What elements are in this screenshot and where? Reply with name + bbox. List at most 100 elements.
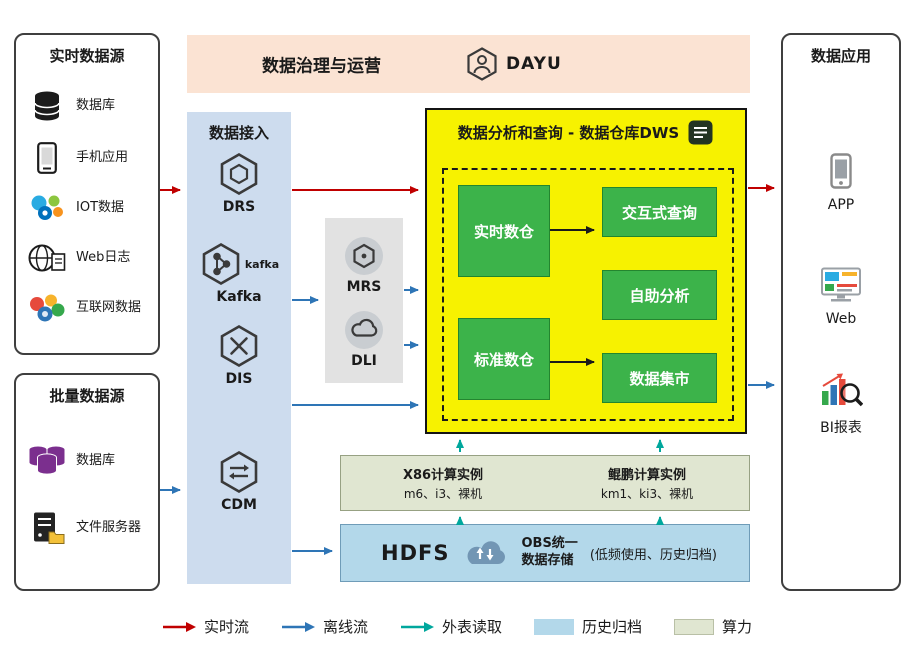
legend-offline: 离线流 [281, 616, 368, 637]
legend-offline-label: 离线流 [322, 618, 368, 636]
kafka-logotype: kafka [244, 257, 280, 271]
compute-swatch [674, 618, 715, 635]
engine-item-label: DLI [351, 353, 377, 369]
legend: 实时流 离线流 外表读取 历史归档 算力 [0, 616, 914, 637]
data-applications-title: 数据应用 [810, 47, 871, 65]
source-item-label: Web日志 [76, 250, 131, 266]
service-self-analysis: 自助分析 [602, 270, 717, 320]
ingestion-item-cdm: CDM [187, 450, 291, 513]
governance-title: 数据治理与运营 [262, 56, 381, 77]
web-log-icon [26, 243, 68, 273]
x86-title: X86计算实例 [402, 468, 484, 483]
realtime-sources-list: 数据库 手机应用 [16, 66, 158, 353]
drs-icon [220, 152, 258, 196]
dayu-label: DAYU [506, 54, 562, 74]
kunpeng-title: 鲲鹏计算实例 [607, 468, 686, 483]
x86-instances: X86计算实例 m6、i3、裸机 [341, 456, 545, 510]
ingestion-item-dis: DIS [187, 324, 291, 387]
web-browser-icon [821, 267, 861, 302]
data-applications-box: 数据应用 APP Web [781, 33, 901, 591]
dis-icon [220, 324, 258, 368]
source-item-fileserver: 文件服务器 [22, 511, 154, 545]
batch-sources-list: 数据库 文件服务器 [16, 406, 158, 589]
kunpeng-subtitle: km1、ki3、裸机 [600, 487, 694, 501]
warehouse-standard: 标准数仓 [458, 318, 550, 400]
ingestion-item-label: DRS [222, 199, 256, 215]
source-item-database: 数据库 [22, 90, 154, 122]
ingestion-item-label: CDM [221, 497, 257, 513]
realtime-sources-box: 实时数据源 数据库 [14, 33, 160, 355]
source-item-iot: IOT数据 [22, 193, 154, 223]
legend-realtime: 实时流 [162, 616, 249, 637]
source-item-weblog: Web日志 [22, 243, 154, 273]
external-read-arrow-icon [400, 621, 434, 632]
ingestion-item-label: DIS [225, 371, 253, 387]
engine-item-dli: DLI [325, 310, 403, 369]
dayu-logo: DAYU [465, 47, 562, 81]
bi-report-icon [822, 373, 863, 407]
obs-storage-note: (低频使用、历史归档) [589, 547, 717, 563]
warehouse-realtime: 实时数仓 [458, 185, 550, 277]
storage-box: HDFS OBS统一 数据存储 (低频使用、历史归档) [340, 524, 750, 582]
hdfs-label: HDFS [381, 541, 450, 565]
application-item-bi: BI报表 [783, 371, 899, 437]
source-item-label: 互联网数据 [76, 300, 142, 316]
obs-storage-label: OBS统一 数据存储 [521, 536, 578, 568]
dws-warehouse-box: 数据分析和查询 - 数据仓库DWS 实时数仓 标准数仓 交互式查询 自助分析 数… [425, 108, 747, 434]
application-item-label: BI报表 [820, 420, 862, 436]
legend-external: 外表读取 [400, 616, 502, 637]
application-item-web: Web [783, 267, 899, 327]
application-item-app: APP [783, 153, 899, 213]
cdm-icon [220, 450, 258, 494]
data-ingestion-panel: 数据接入 DRS [187, 112, 291, 584]
legend-archive: 历史归档 [534, 616, 642, 637]
dws-inner-dashed-box [442, 168, 734, 421]
app-phone-icon [830, 153, 852, 189]
source-item-mobile: 手机应用 [22, 141, 154, 174]
realtime-sources-title: 实时数据源 [49, 47, 125, 65]
mobile-phone-icon [26, 141, 68, 174]
dayu-icon [467, 47, 497, 81]
dws-title-row: 数据分析和查询 - 数据仓库DWS [427, 119, 745, 146]
file-server-icon [26, 511, 68, 545]
database-icon [26, 90, 68, 122]
dws-title: 数据分析和查询 - 数据仓库DWS [457, 124, 680, 142]
engine-item-mrs: MRS [325, 236, 403, 295]
compute-instances-box: X86计算实例 m6、i3、裸机 鲲鹏计算实例 km1、ki3、裸机 [340, 455, 750, 511]
source-item-label: 手机应用 [76, 149, 129, 165]
source-item-internet: 互联网数据 [22, 293, 154, 323]
legend-compute-label: 算力 [722, 618, 753, 636]
source-item-label: 数据库 [76, 452, 116, 468]
application-item-label: APP [827, 197, 855, 213]
database-cluster-icon [26, 444, 68, 478]
dws-doc-icon [688, 120, 713, 145]
source-item-label: 数据库 [76, 97, 116, 113]
engine-item-label: MRS [346, 279, 382, 295]
legend-realtime-label: 实时流 [203, 618, 249, 636]
service-interactive-query: 交互式查询 [602, 187, 717, 237]
service-data-mart: 数据集市 [602, 353, 717, 403]
batch-sources-title: 批量数据源 [49, 387, 125, 405]
compute-engines-box: MRS DLI [325, 218, 403, 383]
source-item-label: 文件服务器 [76, 520, 142, 536]
ingestion-item-drs: DRS [187, 152, 291, 215]
legend-archive-label: 历史归档 [582, 618, 643, 636]
x86-subtitle: m6、i3、裸机 [403, 487, 483, 501]
dli-icon [345, 311, 383, 349]
kafka-logo-row: kafka [199, 242, 279, 286]
kafka-icon [202, 242, 240, 286]
mrs-icon [345, 237, 383, 275]
obs-cloud-icon [468, 541, 506, 564]
governance-banner: 数据治理与运营 DAYU [187, 35, 750, 93]
ingestion-item-label: Kafka [216, 289, 262, 305]
data-ingestion-title: 数据接入 [208, 124, 269, 142]
iot-icon [26, 193, 68, 223]
legend-external-label: 外表读取 [441, 618, 502, 636]
batch-sources-box: 批量数据源 数据库 [14, 373, 160, 591]
offline-arrow-icon [281, 621, 315, 632]
kunpeng-instances: 鲲鹏计算实例 km1、ki3、裸机 [545, 456, 749, 510]
internet-data-icon [26, 293, 68, 323]
legend-compute: 算力 [674, 616, 752, 637]
application-item-label: Web [825, 311, 857, 327]
